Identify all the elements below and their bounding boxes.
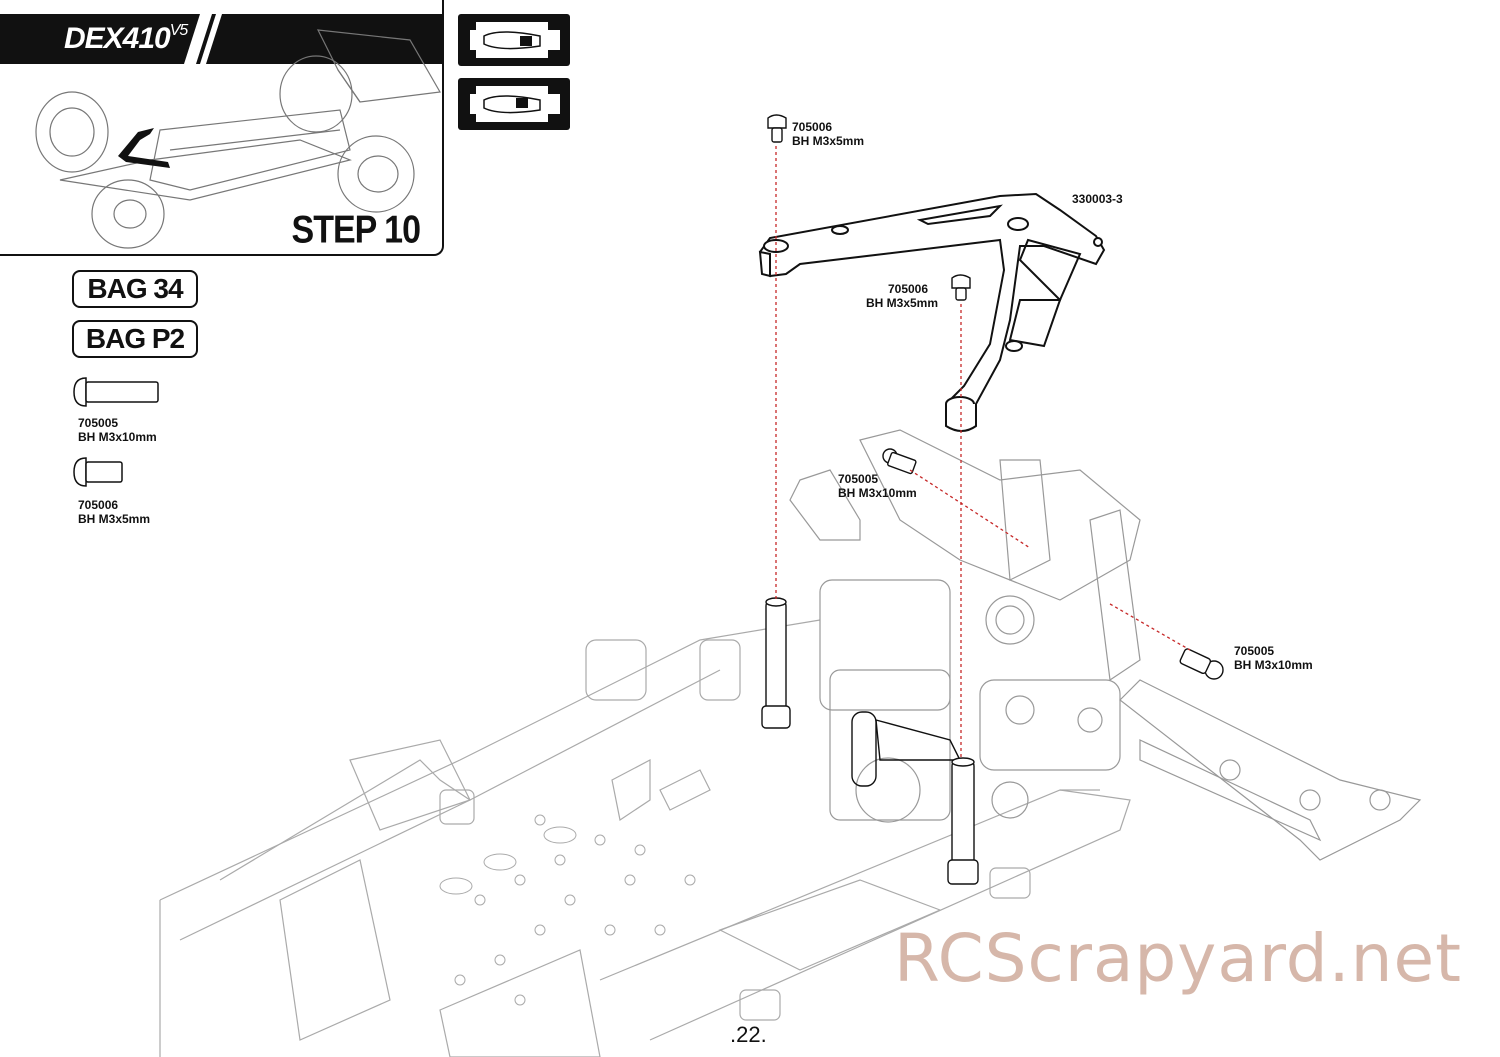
callout-desc: BH M3x5mm <box>866 296 939 310</box>
legend-item-705006: 705006 BH M3x5mm <box>78 498 150 526</box>
callout-code: 330003-3 <box>1072 192 1123 206</box>
title-bar <box>0 14 444 64</box>
callout-desc: BH M3x10mm <box>1234 658 1313 672</box>
chassis-plate <box>159 619 1131 1057</box>
car-overview-illustration <box>35 29 441 249</box>
callout-code: 705006 <box>792 120 833 134</box>
legend-desc: BH M3x10mm <box>78 430 157 444</box>
callout-arm-part: 330003-3 <box>1072 192 1123 206</box>
callout-screw-top: 705006 BH M3x5mm <box>792 120 864 148</box>
watermark: RCScrapyard.net <box>894 920 1462 997</box>
assembly-guide-lines <box>775 146 1191 760</box>
front-bulkhead <box>789 429 1422 861</box>
callout-code: 705006 <box>887 282 929 296</box>
brand-logo: DEX410V5 <box>64 22 188 55</box>
callout-desc: BH M3x10mm <box>838 486 917 500</box>
standoff-posts <box>761 597 979 885</box>
upper-brace-arm <box>758 192 1106 432</box>
legend-item-705005: 705005 BH M3x10mm <box>78 416 157 444</box>
bag-badge-34: BAG 34 <box>72 270 198 308</box>
callout-screw-right: 705005 BH M3x10mm <box>1234 644 1313 672</box>
legend-desc: BH M3x5mm <box>78 512 151 526</box>
step-number: STEP 10 <box>291 208 421 252</box>
title-bar-stripes <box>184 14 222 64</box>
legend-screw-illustrations <box>73 377 159 487</box>
legend-code: 705006 <box>78 498 119 512</box>
callout-screws <box>767 114 1224 680</box>
bag-badge-p2: BAG P2 <box>72 320 198 358</box>
orientation-thumbnail-art <box>462 18 562 126</box>
callout-screw-mid: 705006 BH M3x5mm <box>866 282 938 310</box>
callout-code: 705005 <box>838 472 879 486</box>
page-number: .22. <box>730 1022 767 1047</box>
servo-saver <box>851 711 962 787</box>
callout-code: 705005 <box>1234 644 1275 658</box>
legend-code: 705005 <box>78 416 119 430</box>
callout-desc: BH M3x5mm <box>792 134 865 148</box>
callout-screw-left: 705005 BH M3x10mm <box>838 472 917 500</box>
